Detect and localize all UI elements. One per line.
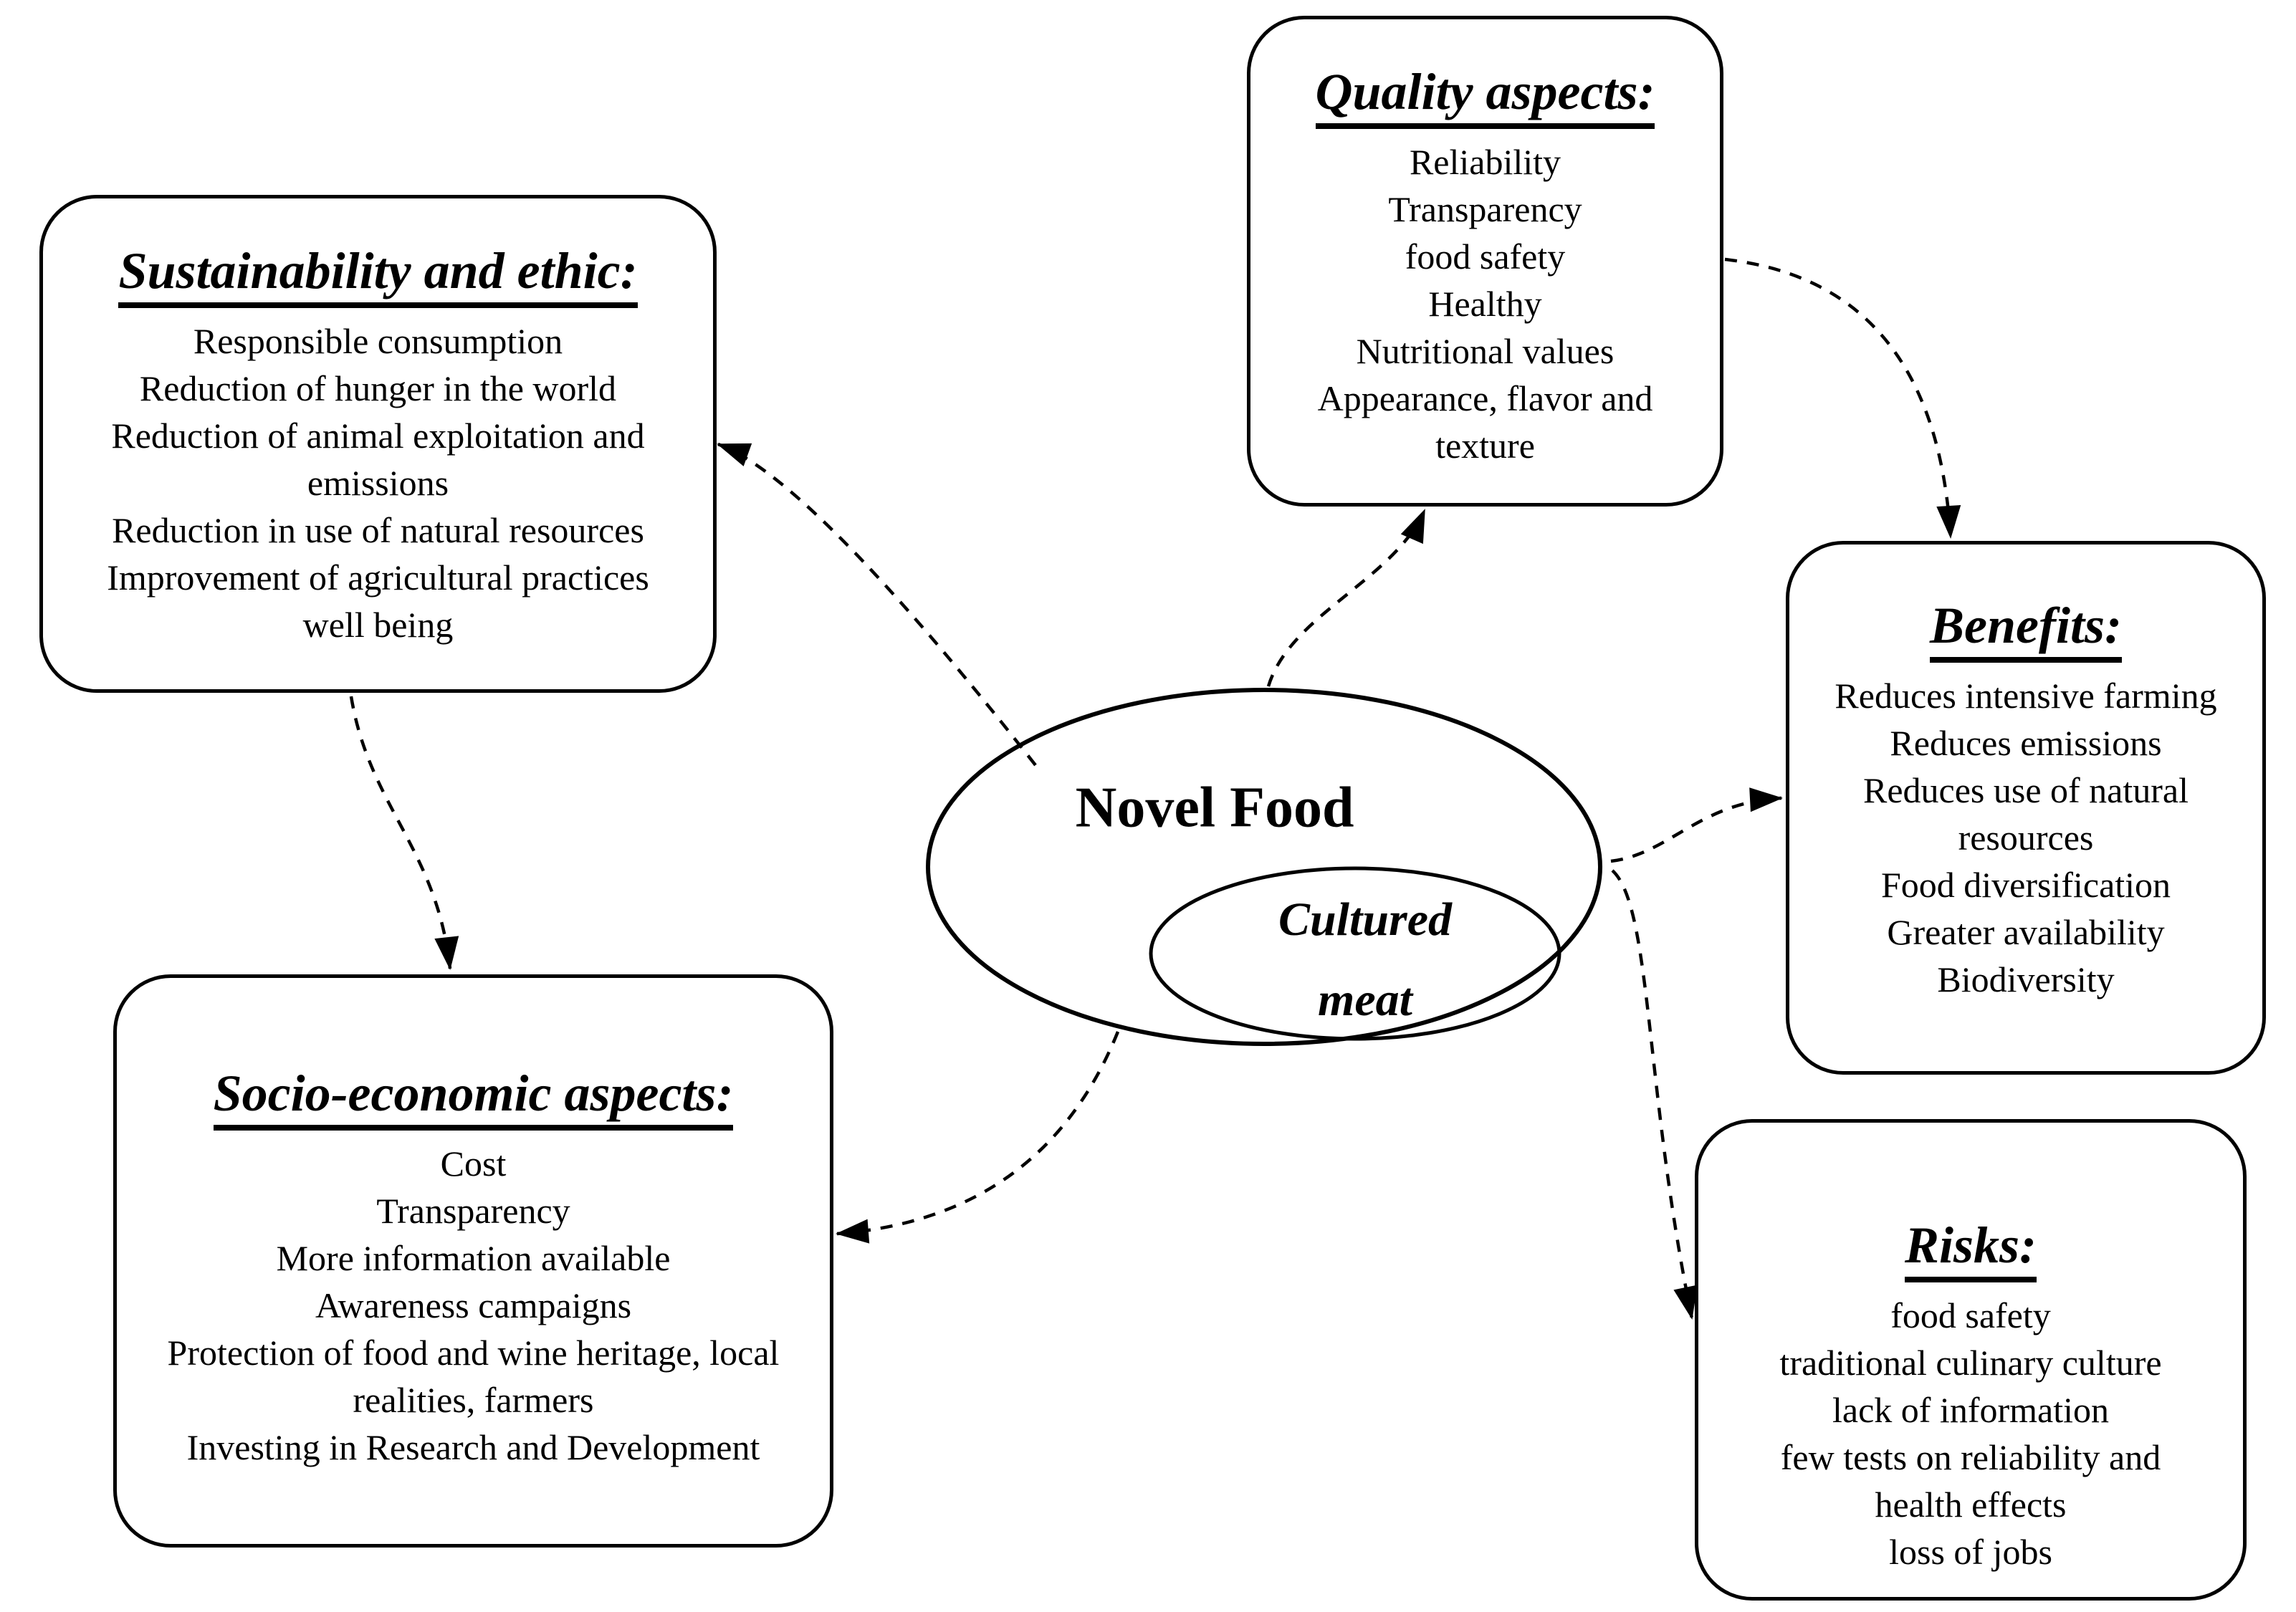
box-item: food safety	[1890, 1295, 2051, 1335]
box-heading: Socio-economic aspects:	[153, 1062, 794, 1131]
box-item-list: food safety traditional culinary culture l…	[1738, 1292, 2204, 1575]
box-item: Cost	[440, 1143, 507, 1184]
box-item: Protection of food and wine heritage, lo…	[167, 1333, 780, 1420]
novel-food-label: Novel Food	[1075, 776, 1354, 840]
box-item: Greater availability	[1887, 912, 2165, 952]
box-heading-text: Benefits:	[1930, 597, 2122, 663]
box-heading-text: Risks:	[1904, 1217, 2037, 1282]
box-heading: Quality aspects:	[1279, 61, 1691, 129]
arrow-novel-food-to-benefits	[1610, 787, 1783, 863]
cultured-meat-ellipse	[1149, 866, 1561, 1041]
box-item: Reduces emissions	[1890, 723, 2162, 763]
novel-food-ellipse	[926, 688, 1602, 1046]
box-item: Reduces intensive farming	[1835, 676, 2217, 716]
box-item: Improvement of agricultural practices we…	[107, 557, 649, 645]
box-item: traditional culinary culture	[1779, 1343, 2162, 1383]
arrow-novel-food-to-sustainability	[717, 442, 1037, 767]
arrow-novel-food-to-socio-economic	[836, 1031, 1120, 1244]
arrow-novel-food-to-quality-aspects	[1266, 509, 1427, 687]
box-item: Responsible consumption	[193, 321, 563, 361]
box-item: food safety	[1405, 236, 1566, 277]
arrow-quality-aspects-to-benefits	[1724, 257, 1961, 539]
box-item: few tests on reliability and health effe…	[1780, 1437, 2161, 1525]
box-item: Transparency	[376, 1191, 570, 1231]
box-heading-text: Socio-economic aspects:	[213, 1065, 734, 1131]
box-item: Investing in Research and Development	[186, 1427, 760, 1467]
box-heading: Sustainability and ethic:	[75, 240, 681, 308]
box-heading: Risks:	[1738, 1214, 2204, 1282]
box-item: More information available	[276, 1238, 671, 1278]
box-item: Appearance, flavor and texture	[1317, 378, 1653, 466]
cultured-meat-label: Cultured meat	[1278, 893, 1453, 1026]
box-item: Reduction of hunger in the world	[139, 368, 617, 408]
box-item: Reduction of animal exploitation and emi…	[111, 416, 645, 503]
box-item: Nutritional values	[1356, 331, 1615, 371]
box-item: loss of jobs	[1889, 1532, 2052, 1572]
box-item: lack of information	[1832, 1390, 2109, 1430]
box-item: Awareness campaigns	[315, 1285, 632, 1325]
box-item: Transparency	[1388, 189, 1582, 229]
box-item: Food diversification	[1880, 865, 2171, 905]
box-sustainability-and-ethic: Sustainability and ethic: Responsible co…	[39, 195, 717, 693]
box-heading-text: Quality aspects:	[1315, 63, 1655, 129]
box-item: Reduces use of natural resources	[1862, 770, 2189, 858]
box-heading-text: Sustainability and ethic:	[118, 242, 638, 308]
box-risks: Risks: food safety traditional culinary c…	[1695, 1119, 2247, 1601]
box-item: Reliability	[1409, 142, 1561, 182]
arrow-sustainability-to-socio-economic	[349, 696, 459, 970]
box-item: Biodiversity	[1937, 959, 2115, 999]
box-item: Reduction in use of natural resources	[112, 510, 644, 550]
box-item: Healthy	[1428, 284, 1542, 324]
box-heading: Benefits:	[1834, 595, 2218, 663]
arrow-novel-food-to-risks	[1611, 869, 1698, 1320]
